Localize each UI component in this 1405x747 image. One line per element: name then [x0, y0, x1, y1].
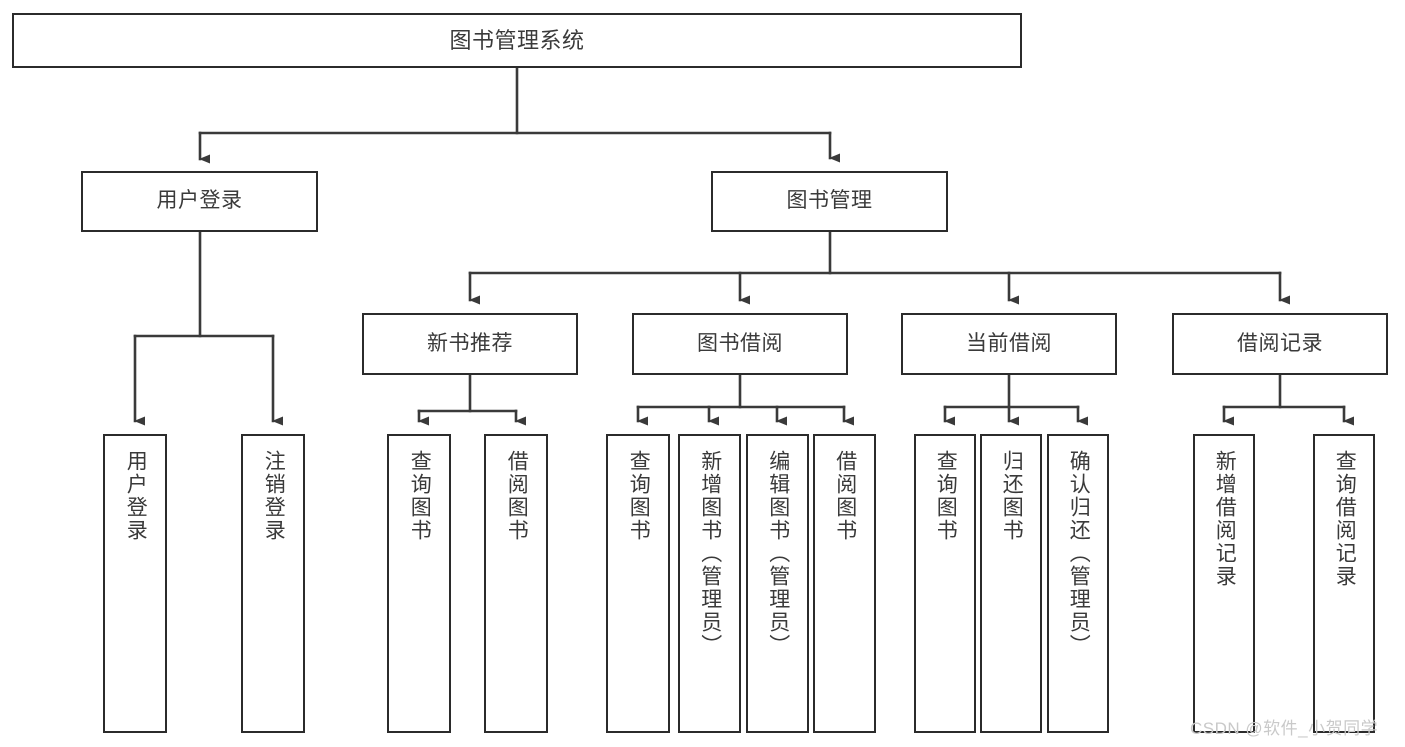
leaf-logout-login[interactable]: 注销登录	[241, 434, 305, 733]
leaf-borrow-book-recommend[interactable]: 借阅图书	[484, 434, 548, 733]
node-label: 确认归还（管理员）	[1067, 450, 1091, 657]
leaf-query-book-borrow[interactable]: 查询图书	[606, 434, 670, 733]
node-label: 图书管理系统	[449, 27, 585, 53]
node-current-borrow[interactable]: 当前借阅	[901, 313, 1117, 375]
node-new-book-recommend[interactable]: 新书推荐	[362, 313, 578, 375]
leaf-borrow-book[interactable]: 借阅图书	[813, 434, 876, 733]
node-label: 用户登录	[156, 189, 243, 213]
node-user-login[interactable]: 用户登录	[81, 171, 318, 232]
node-label: 归还图书	[1000, 450, 1024, 542]
leaf-query-borrow-record[interactable]: 查询借阅记录	[1313, 434, 1375, 733]
node-book-management[interactable]: 图书管理	[711, 171, 948, 232]
node-label: 用户登录	[124, 450, 148, 542]
node-label: 查询图书	[408, 450, 432, 542]
node-label: 新书推荐	[427, 331, 513, 355]
node-label: 新增图书（管理员）	[698, 450, 722, 657]
watermark-text: CSDN @软件_小贺同学	[1190, 719, 1379, 738]
node-label: 查询图书	[627, 450, 651, 542]
leaf-query-book-current[interactable]: 查询图书	[914, 434, 976, 733]
leaf-user-login[interactable]: 用户登录	[103, 434, 167, 733]
node-label: 图书借阅	[697, 331, 783, 355]
node-label: 借阅记录	[1237, 331, 1323, 355]
leaf-return-book[interactable]: 归还图书	[980, 434, 1042, 733]
node-label: 注销登录	[262, 450, 286, 542]
node-book-borrow[interactable]: 图书借阅	[632, 313, 848, 375]
leaf-add-book[interactable]: 新增图书（管理员）	[678, 434, 741, 733]
node-label: 编辑图书（管理员）	[766, 450, 790, 657]
node-label: 当前借阅	[966, 331, 1052, 355]
leaf-edit-book[interactable]: 编辑图书（管理员）	[746, 434, 809, 733]
leaf-query-book-recommend[interactable]: 查询图书	[387, 434, 451, 733]
node-label: 查询借阅记录	[1333, 450, 1357, 588]
node-borrow-record[interactable]: 借阅记录	[1172, 313, 1388, 375]
leaf-confirm-return[interactable]: 确认归还（管理员）	[1047, 434, 1109, 733]
node-label: 借阅图书	[833, 450, 857, 542]
node-label: 新增借阅记录	[1213, 450, 1237, 588]
leaf-add-borrow-record[interactable]: 新增借阅记录	[1193, 434, 1255, 733]
node-label: 借阅图书	[505, 450, 529, 542]
node-root-system[interactable]: 图书管理系统	[12, 13, 1022, 68]
node-label: 图书管理	[786, 189, 873, 213]
node-label: 查询图书	[934, 450, 958, 542]
